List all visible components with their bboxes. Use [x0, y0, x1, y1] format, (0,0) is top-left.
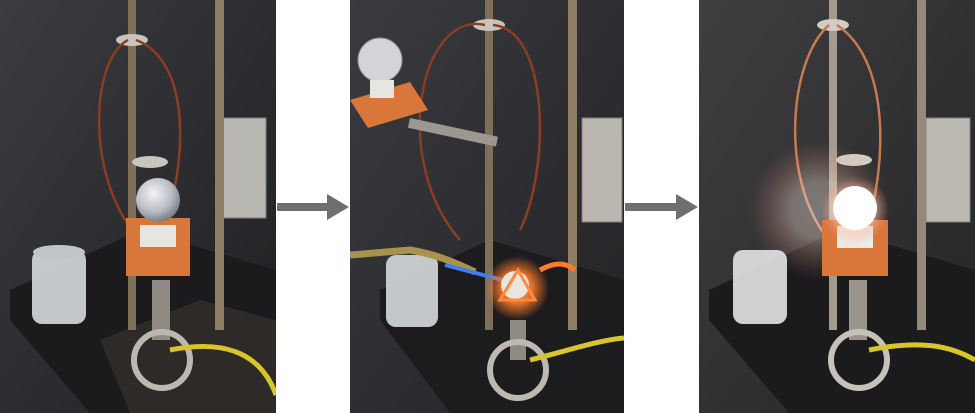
stand-rod [485, 0, 493, 330]
gas-hose [868, 342, 975, 363]
bulb-socket [140, 225, 176, 247]
metal-box [925, 117, 971, 223]
stand-rod-2 [215, 0, 224, 330]
metal-box [221, 117, 267, 219]
triangle-support [497, 267, 538, 302]
glass-jar [32, 250, 86, 324]
copper-wire [97, 38, 141, 241]
light-bulb [136, 178, 180, 222]
orange-flame [538, 261, 577, 273]
photo-panel-setup [0, 0, 276, 413]
clamp [473, 19, 505, 31]
photo-panel-glowing [699, 0, 975, 413]
stand-rod-2 [568, 0, 577, 330]
copper-wire [418, 22, 486, 241]
base-plate [380, 240, 624, 413]
right-arrow-icon [277, 194, 349, 220]
stand-rod [128, 0, 136, 330]
light-bulb [357, 37, 403, 83]
stand-rod-2 [917, 0, 926, 330]
gas-hose [529, 335, 624, 363]
wood-block [350, 82, 428, 128]
clamp [132, 156, 168, 168]
bunsen-burner [849, 280, 867, 340]
burner-ring [828, 329, 890, 391]
lab-setup-photo [0, 0, 276, 413]
copper-wire [492, 23, 542, 231]
burner-ring [487, 339, 549, 401]
glowing-photo [699, 0, 975, 413]
right-arrow-icon [625, 194, 698, 220]
photo-panel-heating [350, 0, 624, 413]
jar-lid [33, 245, 85, 259]
burner-ring [131, 329, 193, 391]
bunsen-burner [152, 280, 170, 340]
bulb-socket [370, 80, 394, 98]
glass-jar [733, 250, 787, 324]
clamp-arm [407, 118, 499, 147]
glass-jar [386, 255, 438, 327]
heating-photo [350, 0, 624, 413]
gas-hose [169, 343, 276, 396]
metal-box [581, 117, 623, 223]
glowing-light-bulb [833, 186, 877, 230]
